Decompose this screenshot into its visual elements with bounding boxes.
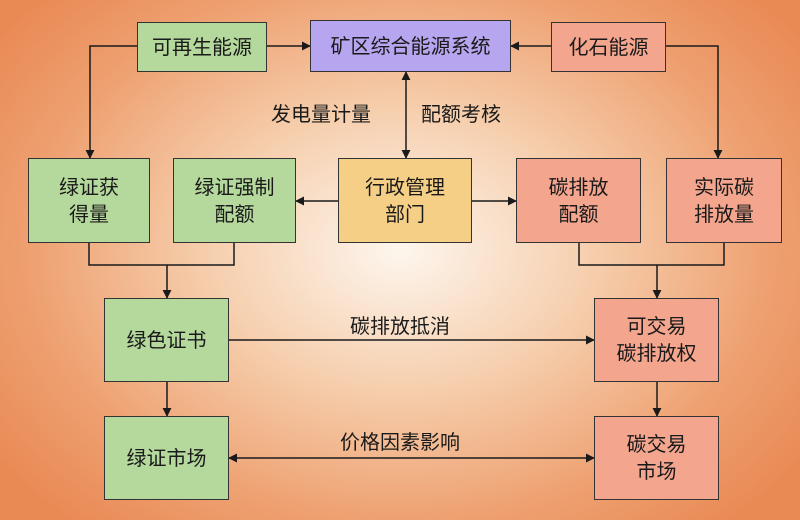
node-mine-energy-system: 矿区综合能源系统 (310, 20, 511, 72)
node-green-cert-obtained: 绿证获 得量 (28, 158, 150, 243)
node-admin-department: 行政管理 部门 (338, 158, 472, 243)
node-green-certificate: 绿色证书 (104, 298, 229, 382)
node-carbon-market: 碳交易 市场 (594, 416, 719, 500)
node-fossil-energy: 化石能源 (551, 22, 666, 72)
node-actual-carbon: 实际碳 排放量 (666, 158, 782, 243)
arrow-fossil-to-actual-carbon (666, 45, 723, 159)
label-carbon-offset: 碳排放抵消 (350, 314, 450, 338)
node-renewable-energy: 可再生能源 (137, 22, 267, 72)
node-green-cert-quota: 绿证强制 配额 (173, 158, 296, 243)
connector-gc-merge (88, 243, 235, 266)
label-price-influence: 价格因素影响 (340, 430, 460, 454)
node-carbon-quota: 碳排放 配额 (516, 158, 641, 243)
arrow-renewable-to-gc-obtained (85, 45, 137, 159)
label-quota-assessment: 配额考核 (421, 102, 501, 126)
node-tradable-carbon-right: 可交易 碳排放权 (594, 298, 719, 382)
node-green-cert-market: 绿证市场 (104, 416, 229, 500)
label-power-metering: 发电量计量 (271, 102, 371, 126)
connector-carbon-merge (578, 243, 725, 266)
